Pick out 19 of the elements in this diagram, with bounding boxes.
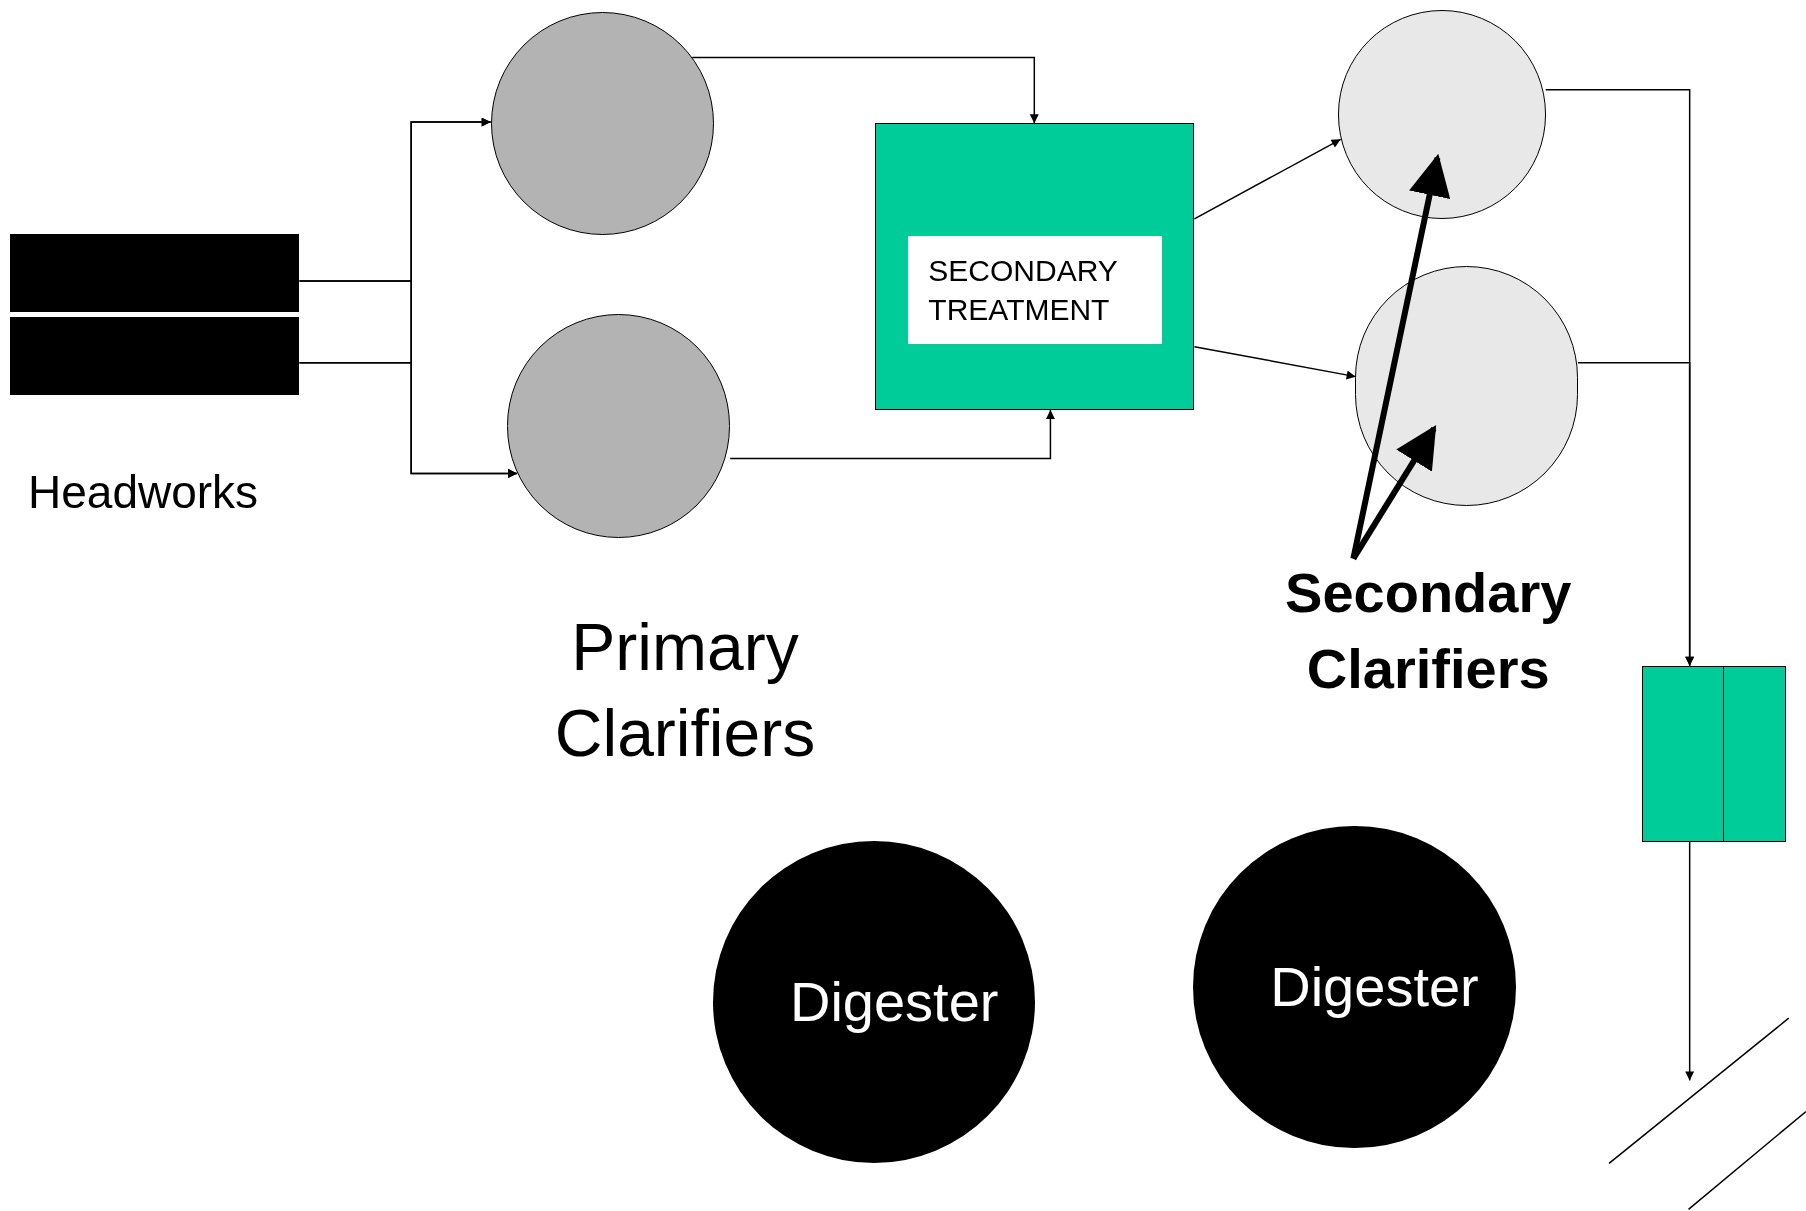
flow-arrow [298, 362, 518, 478]
flow-arrow [691, 56, 1039, 124]
flow-arrow [1193, 345, 1357, 380]
treatment-box [875, 123, 1195, 410]
caption-text: Headworks [28, 465, 259, 520]
leader-arrow [1350, 153, 1451, 560]
flow-arrow [1577, 362, 1695, 667]
tank-label: Digester [789, 969, 999, 1036]
flow-arrow [1685, 841, 1695, 1082]
tank-label: Digester [1270, 954, 1479, 1021]
flow-arrow [1193, 138, 1342, 220]
callout-text: Secondary Clarifiers [1243, 555, 1613, 700]
headworks-bar [10, 233, 300, 313]
filter-box [1642, 665, 1787, 842]
leader-arrow [1350, 424, 1437, 561]
flow-arrow [729, 409, 1055, 460]
caption-text: Primary Clarifiers [553, 609, 817, 772]
label-panel: SECONDARY TREATMENT [908, 236, 1163, 345]
headworks-bar [10, 316, 300, 396]
